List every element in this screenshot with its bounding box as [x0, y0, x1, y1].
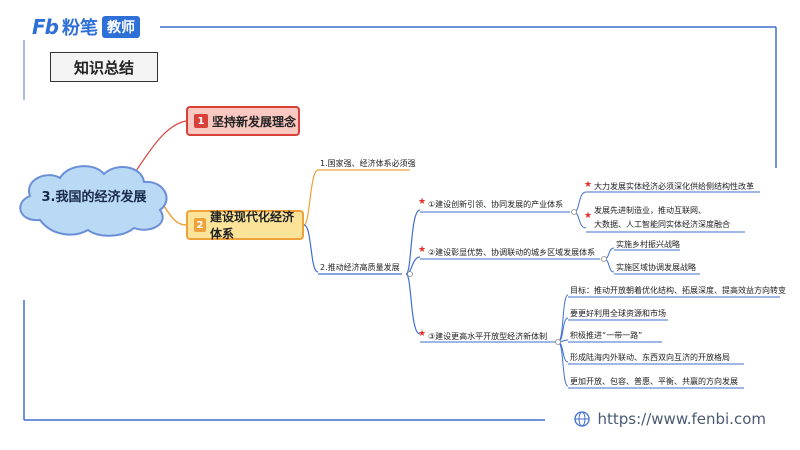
number-2-icon: 2 — [194, 218, 206, 232]
sub3-item-5: 更加开放、包容、普惠、平衡、共赢的方向发展 — [570, 377, 738, 386]
sub3-label: ③建设更高水平开放型经济新体制 — [428, 332, 548, 341]
sub1-label: ①建设创新引领、协同发展的产业体系 — [428, 200, 564, 209]
globe-icon — [573, 411, 590, 427]
sub1-item-1: 大力发展实体经济必须深化供给侧结构性改革 — [594, 182, 754, 191]
node1-label: 坚持新发展理念 — [212, 114, 297, 129]
star-icon: ★ — [418, 245, 427, 255]
node-new-development-concept: 1 坚持新发展理念 — [186, 106, 300, 136]
sub2-item-1: 实施乡村振兴战略 — [616, 240, 680, 249]
logo-mark: Fb — [32, 15, 59, 39]
sub1-item-3: 大数据、人工智能同实体经济深度融合 — [594, 220, 730, 229]
sub2-label: ②建设彰显优势、协调联动的城乡区域发展体系 — [428, 248, 596, 257]
star-icon: ★ — [418, 329, 427, 339]
star-icon: ★ — [418, 197, 427, 207]
star-icon: ★ — [584, 211, 593, 221]
node-modern-economic-system: 2 建设现代化经济体系 — [186, 210, 304, 241]
logo-name: 粉笔 — [61, 18, 98, 39]
footer-url-text: https://www.fenbi.com — [597, 410, 766, 428]
logo-badge: 教师 — [101, 16, 140, 38]
star-icon: ★ — [584, 180, 593, 190]
branch-b-label: 2.推动经济高质量发展 — [320, 263, 400, 272]
fenbi-logo: Fb 粉笔 教师 — [32, 14, 140, 40]
node2-label: 建设现代化经济体系 — [209, 210, 294, 241]
sub2-item-2: 实施区域协调发展战略 — [616, 263, 696, 272]
root-label: 3.我国的经济发展 — [41, 190, 147, 205]
sub1-item-2: 发展先进制造业，推动互联网、 — [594, 206, 706, 215]
sub3-item-2: 要更好利用全球资源和市场 — [570, 309, 666, 318]
section-title: 知识总结 — [50, 52, 158, 82]
number-1-icon: 1 — [194, 114, 208, 128]
sub3-item-3: 积极推进“一带一路” — [570, 331, 643, 340]
sub3-item-1: 目标：推动开放朝着优化结构、拓展深度、提高效益方向转变 — [570, 286, 786, 295]
footer-url[interactable]: https://www.fenbi.com — [573, 410, 766, 428]
sub3-item-4: 形成陆海内外联动、东西双向互济的开放格局 — [570, 353, 730, 362]
branch-a-label: 1.国家强、经济体系必须强 — [320, 159, 416, 168]
root-cloud — [19, 165, 168, 237]
